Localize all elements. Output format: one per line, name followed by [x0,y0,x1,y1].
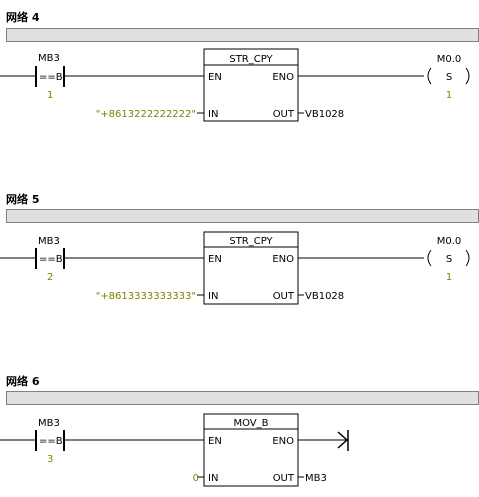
network-4-contact[interactable]: MB3 ==B 1 [38,53,63,101]
network-5-contact-address: MB3 [38,236,60,247]
network-4-box-en: EN [208,72,222,83]
network-5-box-eno: ENO [272,254,294,265]
network-4-rung [0,48,470,122]
network-6-contact-address: MB3 [38,418,60,429]
network-4-coil-address: M0.0 [437,54,462,65]
network-6-box-eno: ENO [272,436,294,447]
network-6-box[interactable]: MOV_B EN ENO IN OUT 0 MB3 [193,418,327,484]
network-4-title: 网络 4 [6,11,40,24]
network-4-box-name: STR_CPY [229,54,273,65]
network-5-title: 网络 5 [6,193,40,206]
network-5-out-value: VB1028 [305,291,344,302]
network-6-title: 网络 6 [6,375,40,388]
network-6-out-value: MB3 [305,473,327,484]
network-5-in-value: "+8613333333333" [96,291,196,302]
network-6-rung [0,413,348,487]
network-4-out-value: VB1028 [305,109,344,120]
network-6-contact-value: 3 [47,454,53,465]
network-4-coil-op: S [446,72,452,83]
network-5-box-name: STR_CPY [229,236,273,247]
network-4-box-out: OUT [273,109,295,120]
network-6-end-arrow-icon [337,430,349,451]
network-5-box-out: OUT [273,291,295,302]
network-6-box-out: OUT [273,473,295,484]
network-6-box-en: EN [208,436,222,447]
network-5-coil-op: S [446,254,452,265]
network-5-coil-count: 1 [446,272,452,283]
network-4-coil[interactable]: M0.0 S 1 [437,54,462,101]
network-6-contact-compare: ==B [39,436,63,447]
network-5-contact-value: 2 [47,272,53,283]
network-6-contact[interactable]: MB3 ==B 3 [38,418,63,465]
network-4-in-value: "+8613222222222" [96,109,196,120]
network-4-box[interactable]: STR_CPY EN ENO IN OUT "+8613222222222" V… [96,54,344,120]
network-4-box-in: IN [208,109,218,120]
network-5-contact[interactable]: MB3 ==B 2 [38,236,63,283]
network-5-coil-address: M0.0 [437,236,462,247]
network-6-box-name: MOV_B [233,418,268,429]
network-4-contact-value: 1 [47,90,53,101]
network-5-coil[interactable]: M0.0 S 1 [437,236,462,283]
network-6-box-in: IN [208,473,218,484]
network-5-box-in: IN [208,291,218,302]
network-6-in-value: 0 [193,473,199,484]
network-4-coil-count: 1 [446,90,452,101]
network-5-box[interactable]: STR_CPY EN ENO IN OUT "+8613333333333" V… [96,236,344,302]
network-4-contact-compare: ==B [39,72,63,83]
network-5-rung [0,231,470,305]
network-4-contact-address: MB3 [38,53,60,64]
network-4-box-eno: ENO [272,72,294,83]
network-5-contact-compare: ==B [39,254,63,265]
network-5-box-en: EN [208,254,222,265]
